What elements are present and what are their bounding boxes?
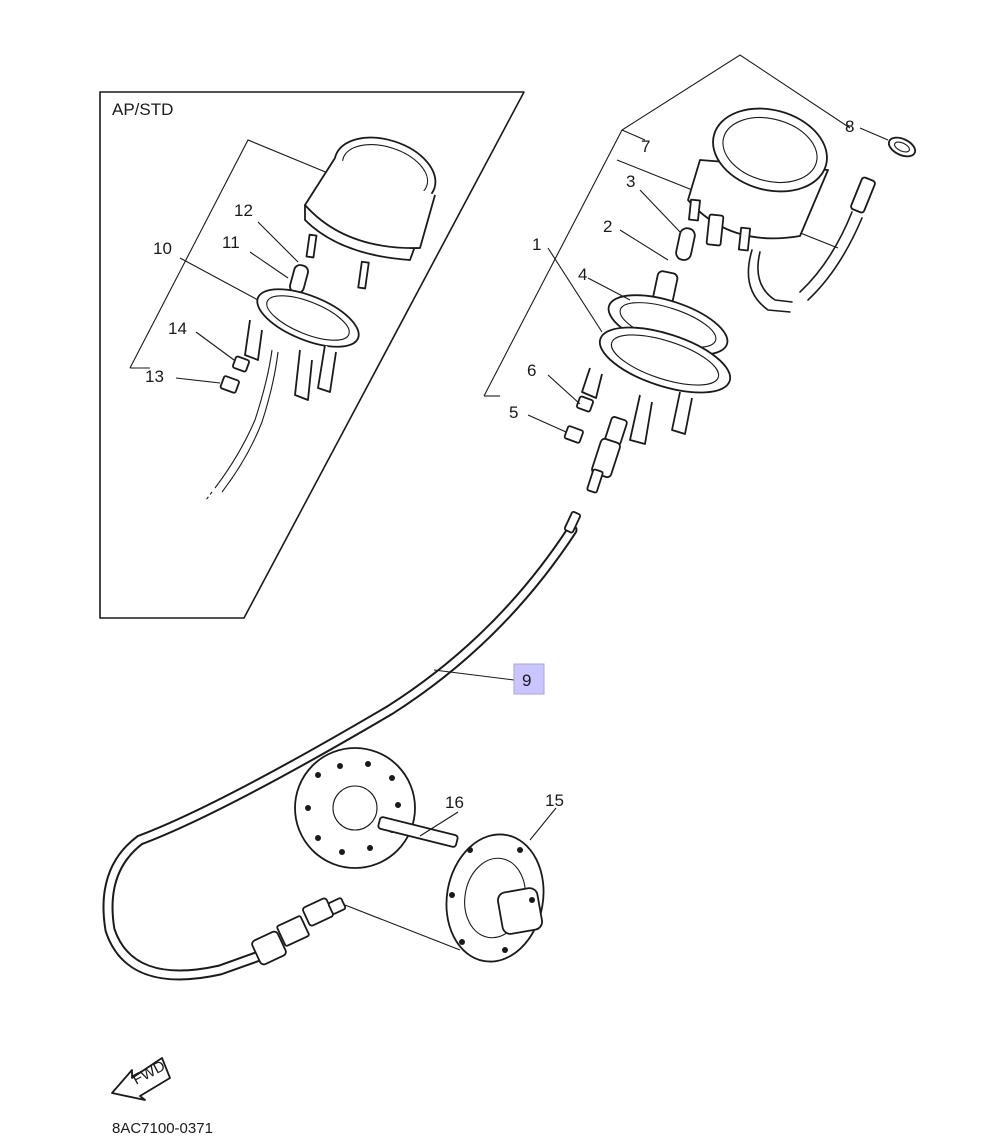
callout-2: 2 xyxy=(603,217,612,236)
right-hose-fitting xyxy=(799,176,876,301)
callout-16: 16 xyxy=(445,793,464,812)
cable-leader xyxy=(433,669,515,681)
left-leaders xyxy=(175,221,299,384)
callout-6: 6 xyxy=(527,361,536,380)
callout-1: 1 xyxy=(532,235,541,254)
gear-leaders xyxy=(344,807,557,951)
callout-10: 10 xyxy=(153,239,172,258)
left-assembly-frame xyxy=(129,139,341,369)
left-nut-13 xyxy=(219,375,240,394)
callout-8: 8 xyxy=(845,117,854,136)
callout-14: 14 xyxy=(168,319,187,338)
callout-15: 15 xyxy=(545,791,564,810)
callout-7: 7 xyxy=(641,137,650,156)
right-nut-5 xyxy=(563,425,584,444)
drive-shaft-16 xyxy=(377,816,459,848)
callout-13: 13 xyxy=(145,367,164,386)
speedometer-cable xyxy=(102,511,581,981)
right-leaders xyxy=(527,127,889,433)
callout-5: 5 xyxy=(509,403,518,422)
callout-12: 12 xyxy=(234,201,253,220)
callout-4: 4 xyxy=(578,265,587,284)
callouts: 3 2 1 4 6 5 7 8 12 11 10 14 13 16 15 9 xyxy=(145,117,854,812)
speedo-gear-unit-15 xyxy=(445,833,545,963)
right-drive-connector xyxy=(586,416,628,494)
right-nut-6 xyxy=(576,395,594,413)
right-bulb xyxy=(651,227,696,308)
right-meter-housing xyxy=(687,107,829,313)
left-mount-ring xyxy=(244,288,360,401)
callout-9[interactable]: 9 xyxy=(522,671,531,690)
brake-rotor xyxy=(294,747,416,869)
grommet-8 xyxy=(887,136,917,158)
drawing-code: 8AC7100-0371 xyxy=(112,1120,213,1137)
left-nut-14 xyxy=(232,355,250,373)
variant-box-label: AP/STD xyxy=(112,100,173,119)
left-wire-harness xyxy=(205,349,279,501)
right-ring-1 xyxy=(581,326,732,445)
fwd-arrow: FWD xyxy=(111,1057,171,1101)
callout-9-highlight[interactable]: 9 xyxy=(513,663,545,695)
callout-11: 11 xyxy=(222,233,240,252)
callout-3: 3 xyxy=(626,172,635,191)
left-meter-housing xyxy=(304,136,437,290)
variant-box: AP/STD xyxy=(99,91,525,619)
